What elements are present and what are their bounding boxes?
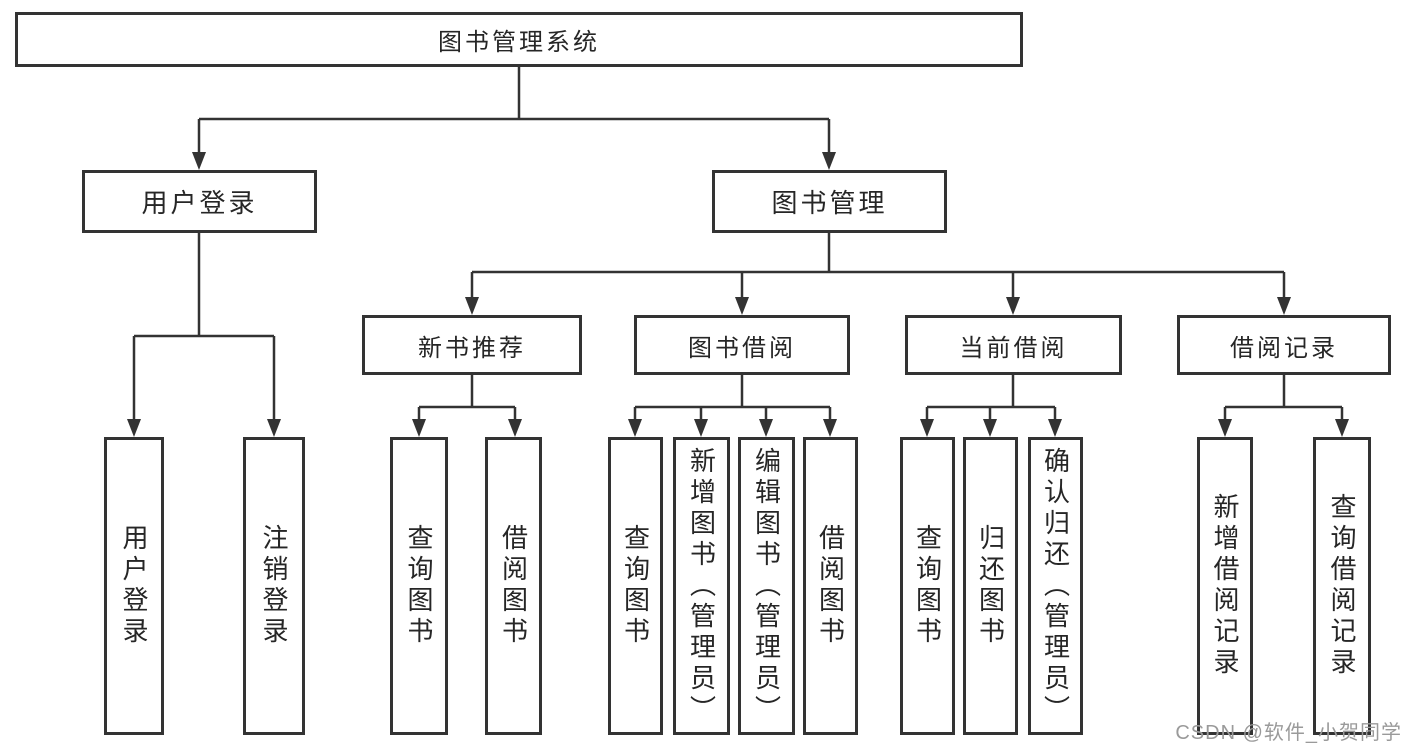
node-query-books-current: 查询图书 <box>900 437 955 735</box>
node-confirm-return-admin: 确认归还（管理员） <box>1028 437 1083 735</box>
node-borrow-books-recommend: 借阅图书 <box>485 437 542 735</box>
node-book-management: 图书管理 <box>712 170 947 233</box>
node-user-login: 用户登录 <box>82 170 317 233</box>
node-borrow-books-leaf: 借阅图书 <box>803 437 858 735</box>
node-book-borrowing: 图书借阅 <box>634 315 850 375</box>
node-current-borrowing: 当前借阅 <box>905 315 1122 375</box>
node-add-book-admin: 新增图书（管理员） <box>673 437 730 735</box>
node-query-books-recommend: 查询图书 <box>390 437 448 735</box>
node-query-books-borrowing: 查询图书 <box>608 437 663 735</box>
node-user-login-leaf: 用户登录 <box>104 437 164 735</box>
node-borrowing-records: 借阅记录 <box>1177 315 1391 375</box>
node-return-books: 归还图书 <box>963 437 1018 735</box>
node-add-borrow-record: 新增借阅记录 <box>1197 437 1253 735</box>
node-edit-book-admin: 编辑图书（管理员） <box>738 437 795 735</box>
node-library-system: 图书管理系统 <box>15 12 1023 67</box>
node-query-borrow-record: 查询借阅记录 <box>1313 437 1371 735</box>
csdn-watermark: CSDN @软件_小贺同学 <box>1175 722 1402 744</box>
node-logout-leaf: 注销登录 <box>243 437 305 735</box>
node-new-book-recommend: 新书推荐 <box>362 315 582 375</box>
